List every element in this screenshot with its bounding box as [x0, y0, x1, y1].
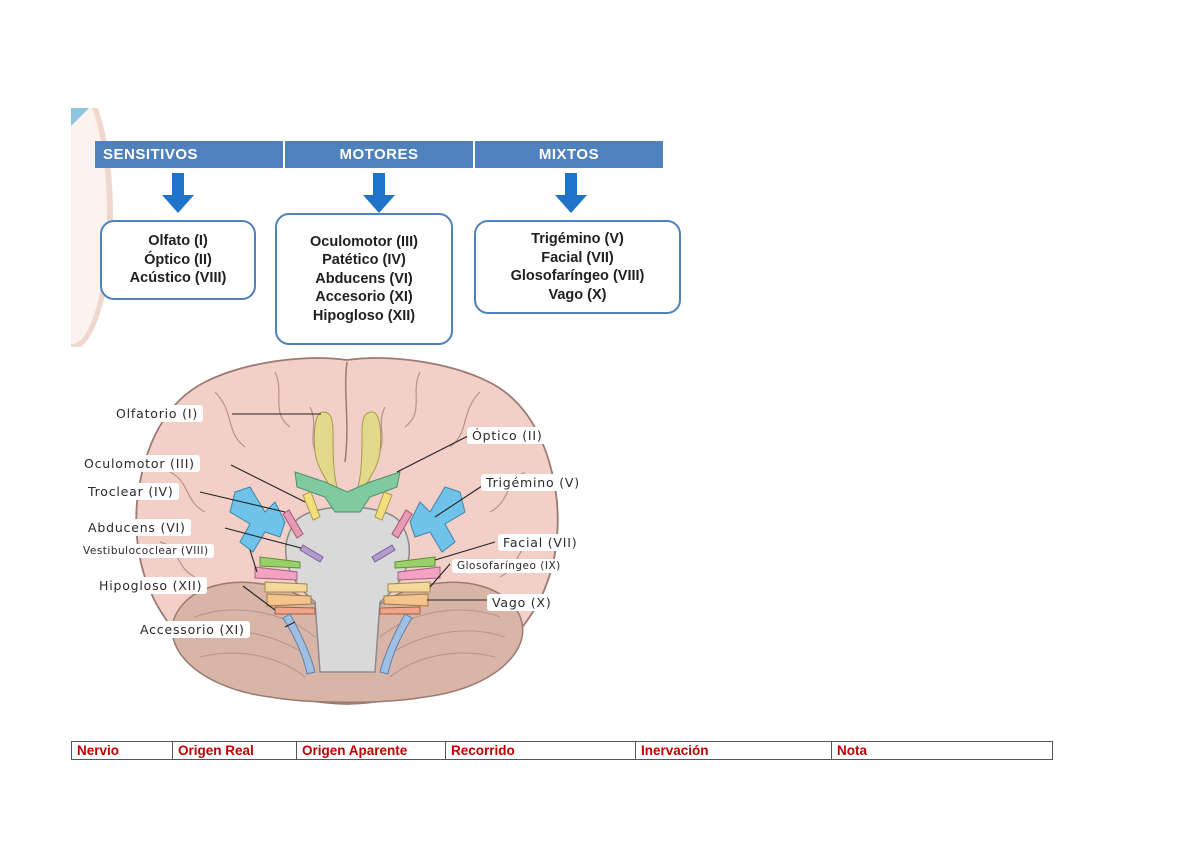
nerve-item: Olfato (I) [148, 233, 208, 250]
nerve-item: Acústico (VIII) [129, 270, 227, 287]
label-troclear: Troclear (IV) [83, 483, 179, 500]
nerve-item: Oculomotor (III) [310, 233, 418, 250]
label-abducens: Abducens (VI) [83, 519, 191, 536]
nerve-item: Hipogloso (XII) [312, 307, 416, 324]
column-header-inervacion: Inervación [635, 741, 832, 760]
table-header-row: Nervio Origen Real Origen Aparente Recor… [71, 741, 1053, 760]
arrow-down-icon [555, 173, 587, 213]
nerve-item: Patético (IV) [322, 252, 406, 269]
glossopharyngeal-nerve [264, 581, 431, 593]
hypoglossal-nerve [274, 606, 421, 615]
vestibulocochlear-nerve [254, 566, 441, 581]
brain-midline [344, 361, 348, 463]
header-mixtos: MIXTOS [475, 141, 663, 168]
header-sensitivos: SENSITIVOS [95, 141, 285, 168]
leader-lines [199, 413, 496, 628]
abducens-nerve [299, 544, 396, 563]
header-motores: MOTORES [285, 141, 475, 168]
label-olfatorio: Olfatorio (I) [111, 405, 203, 422]
nerve-item: Óptico (II) [144, 251, 212, 268]
classification-header-row: SENSITIVOS MOTORES MIXTOS [95, 141, 663, 168]
arrow-down-icon [162, 173, 194, 213]
nerve-item: Trigémino (V) [531, 231, 624, 247]
label-oculomotor: Oculomotor (III) [79, 455, 200, 472]
cranial-nerve-classification-figure: SENSITIVOS MOTORES MIXTOS Olfato (I) Ópt… [71, 108, 709, 347]
nerve-item: Accesorio (XI) [315, 289, 413, 306]
arrow-down-icon [363, 173, 395, 213]
nerve-item: Facial (VII) [541, 249, 614, 266]
nerve-item: Vago (X) [548, 286, 607, 303]
motores-nerve-box: Oculomotor (III) Patético (IV) Abducens … [275, 213, 453, 345]
trigeminal-nerve-right [409, 486, 466, 553]
vagus-nerve [266, 593, 429, 607]
trigeminal-nerve-left [229, 486, 286, 553]
nerve-item: Abducens (VI) [315, 270, 413, 287]
facial-nerve [259, 556, 436, 569]
trochlear-nerve [282, 509, 413, 539]
column-header-origen-aparente: Origen Aparente [296, 741, 446, 760]
nerve-table: Nervio Origen Real Origen Aparente Recor… [71, 741, 1053, 760]
label-vestibulococlear: Vestibulococlear (VIII) [78, 544, 214, 558]
column-header-nota: Nota [831, 741, 1053, 760]
label-vago: Vago (X) [487, 594, 557, 611]
brain-base-diagram: Olfatorio (I) Óptico (II) Oculomotor (II… [75, 352, 620, 707]
label-trigemino: Trigémino (V) [481, 474, 585, 491]
label-optico: Óptico (II) [467, 427, 548, 444]
nerve-item: Glosofaríngeo (VIII) [510, 268, 645, 284]
background-corner-decoration [71, 108, 89, 126]
label-hipogloso: Hipogloso (XII) [94, 577, 208, 594]
accessory-nerve [282, 613, 413, 675]
label-facial: Facial (VII) [498, 534, 583, 551]
label-glosofaringeo: Glosofaríngeo (IX) [452, 559, 566, 573]
column-header-origen-real: Origen Real [172, 741, 297, 760]
column-header-recorrido: Recorrido [445, 741, 636, 760]
brain-illustration [135, 357, 559, 705]
oculomotor-nerve [302, 491, 393, 521]
column-header-nervio: Nervio [71, 741, 173, 760]
sensitivos-nerve-box: Olfato (I) Óptico (II) Acústico (VIII) [100, 220, 256, 300]
label-accessorio: Accessorio (XI) [135, 621, 250, 638]
mixtos-nerve-box: Trigémino (V) Facial (VII) Glosofaríngeo… [474, 220, 681, 314]
